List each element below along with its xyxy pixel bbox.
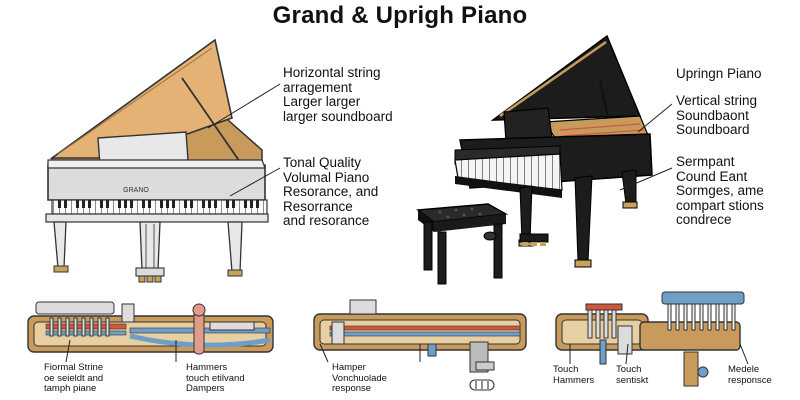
annotation-line: Resorrance	[283, 198, 353, 214]
label-line: touch etilvand	[186, 372, 245, 384]
label-line: Hammers	[186, 362, 228, 373]
label-line: Dampers	[186, 383, 225, 394]
annotation-line: larger soundboard	[283, 108, 393, 124]
page-title: Grand & Uprigh Piano	[272, 2, 528, 29]
upright-piano-illustration	[416, 34, 653, 285]
grand-brand-text: GRANO	[123, 187, 149, 194]
action-diagram-1	[27, 301, 274, 363]
annotation-line: Sermpant	[676, 154, 735, 169]
annotation-line: Larger larger	[283, 94, 361, 109]
annotation-line: Resorance, and	[283, 184, 379, 199]
label-line: Hamper	[332, 362, 366, 373]
annotation-line: Soundbaont	[676, 107, 749, 123]
label-line: response	[332, 383, 372, 394]
label-line: oe seieldt and	[44, 372, 104, 384]
label-line: Medele	[728, 364, 760, 375]
upright-size-annotation: Sermpant Cound Eant Sormges, ame compart…	[676, 154, 764, 228]
grand-strings-annotation: Horizontal string arragement Larger larg…	[283, 65, 393, 124]
diagram3-mid-label: Touch sentiskt	[616, 364, 649, 386]
annotation-line: and resorance	[283, 213, 370, 228]
annotation-line: Vertical string	[676, 93, 758, 108]
annotation-line: Cound Eant	[676, 168, 748, 184]
label-line: Touch	[553, 364, 579, 375]
action-diagram-3	[555, 291, 749, 387]
annotation-line: Volumal Piano	[283, 169, 370, 185]
label-line: sentiskt	[616, 374, 649, 386]
annotation-line: Upringn Piano	[676, 66, 762, 81]
label-line: Hammers	[553, 374, 595, 386]
label-line: Vonchuolade	[332, 372, 387, 384]
annotation-line: arragement	[283, 79, 353, 95]
annotation-line: Sormges, ame	[676, 183, 764, 198]
upright-name-annotation: Upringn Piano	[676, 66, 762, 82]
annotation-line: condrece	[676, 212, 732, 227]
action-diagram-2	[313, 299, 527, 391]
diagram2-label: Hamper Vonchuolade response	[332, 362, 387, 395]
label-line: Touch	[616, 364, 642, 375]
annotation-line: Soundboard	[676, 122, 750, 137]
annotation-line: Horizontal string	[283, 65, 381, 80]
grand-piano-illustration: GRANO	[45, 38, 269, 283]
label-line: Fiormal Strine	[44, 362, 104, 373]
diagram3-left-label: Touch Hammers	[553, 364, 595, 386]
grand-tone-annotation: Tonal Quality Volumal Piano Resorance, a…	[283, 155, 379, 229]
diagram1-left-label: Fiormal Strine oe seieldt and tamph pian…	[44, 362, 104, 395]
annotation-line: Tonal Quality	[283, 155, 362, 170]
diagram1-right-label: Hammers touch etilvand Dampers	[186, 362, 245, 395]
label-line: tamph piane	[44, 383, 97, 394]
diagram3-right-label: Medele responsce	[728, 364, 772, 386]
annotation-line: compart stions	[676, 197, 764, 213]
label-line: responsce	[728, 374, 772, 386]
upright-strings-annotation: Vertical string Soundbaont Soundboard	[676, 93, 758, 138]
